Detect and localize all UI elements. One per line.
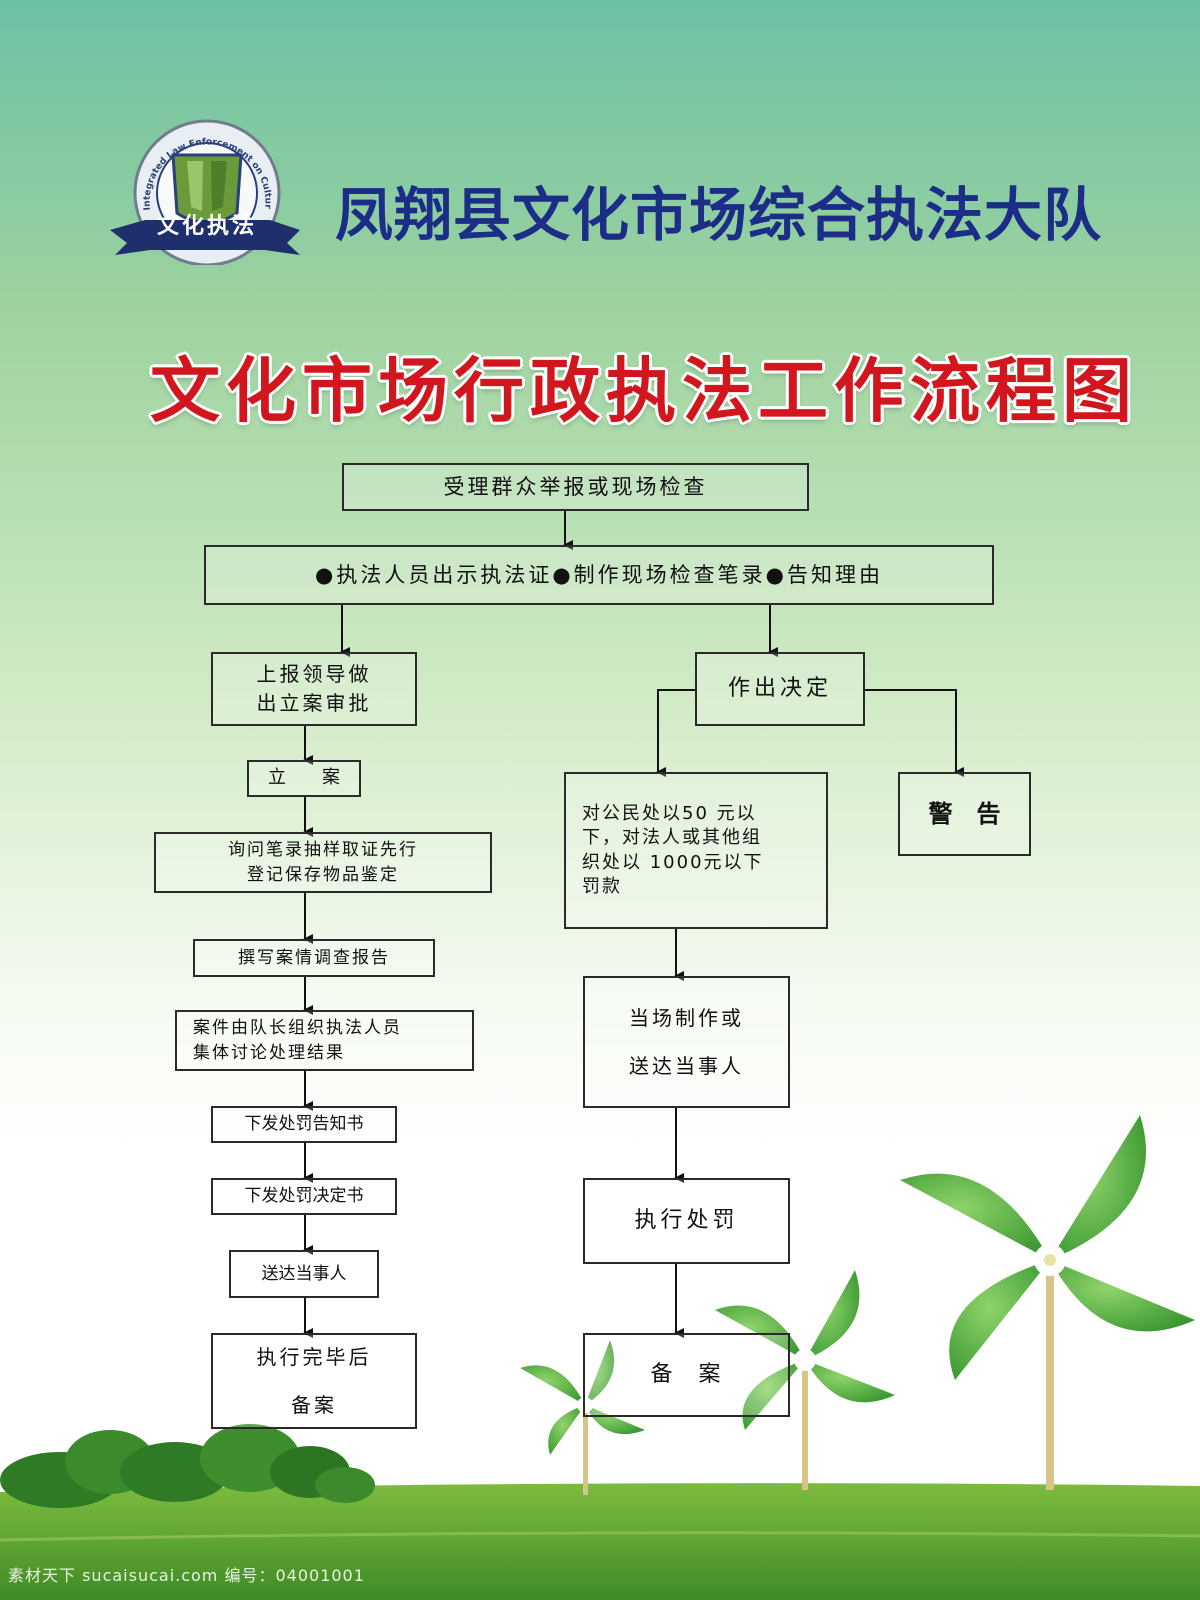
flow-box-record: 备 案 — [583, 1333, 790, 1417]
flow-box-file-case: 立 案 — [247, 760, 361, 797]
logo-banner-text: 文化执法 — [156, 214, 257, 239]
pinwheel-medium — [715, 1270, 895, 1490]
flow-box-start: 受理群众举报或现场检查 — [342, 463, 809, 511]
flowchart-title: 文化市场行政执法工作流程图 — [150, 350, 1138, 432]
flow-box-discussion: 案件由队长组织执法人员 集体讨论处理结果 — [175, 1010, 474, 1071]
flow-box-report: 撰写案情调查报告 — [193, 939, 435, 977]
flow-box-evidence: 询问笔录抽样取证先行 登记保存物品鉴定 — [154, 832, 492, 893]
flow-box-decision-doc: 下发处罚决定书 — [211, 1178, 397, 1215]
watermark-text: 素材天下 sucaisucai.com 编号：04001001 — [8, 1566, 365, 1585]
flow-box-steps: ●执法人员出示执法证●制作现场检查笔录●告知理由 — [204, 545, 994, 605]
flow-box-serve-party: 送达当事人 — [229, 1250, 379, 1298]
organization-title: 凤翔县文化市场综合执法大队 — [335, 181, 1103, 249]
arrow-decide-to-fine — [656, 689, 695, 777]
pinwheel-small — [520, 1340, 645, 1495]
shield-emblem-icon: Integrated Law Enforcement on Cultural M… — [101, 108, 300, 267]
tree-cluster — [0, 1424, 375, 1508]
flow-box-fine: 对公民处以50 元以 下，对法人或其他组 织处以 1000元以下 罚款 — [564, 772, 828, 929]
flow-box-notice: 下发处罚告知书 — [211, 1106, 397, 1143]
pinwheel-large — [900, 1115, 1195, 1490]
flow-box-approval: 上报领导做 出立案审批 — [211, 652, 417, 726]
flow-box-warning: 警 告 — [898, 772, 1031, 856]
flow-box-execute: 执行处罚 — [583, 1178, 790, 1264]
flow-box-deliver: 当场制作或 送达当事人 — [583, 976, 790, 1108]
flow-box-complete-record: 执行完毕后 备案 — [211, 1333, 417, 1429]
flow-box-decide: 作出决定 — [695, 652, 865, 726]
arrow-decide-to-warning — [865, 689, 964, 777]
law-enforcement-logo: Integrated Law Enforcement on Cultural M… — [101, 108, 305, 267]
